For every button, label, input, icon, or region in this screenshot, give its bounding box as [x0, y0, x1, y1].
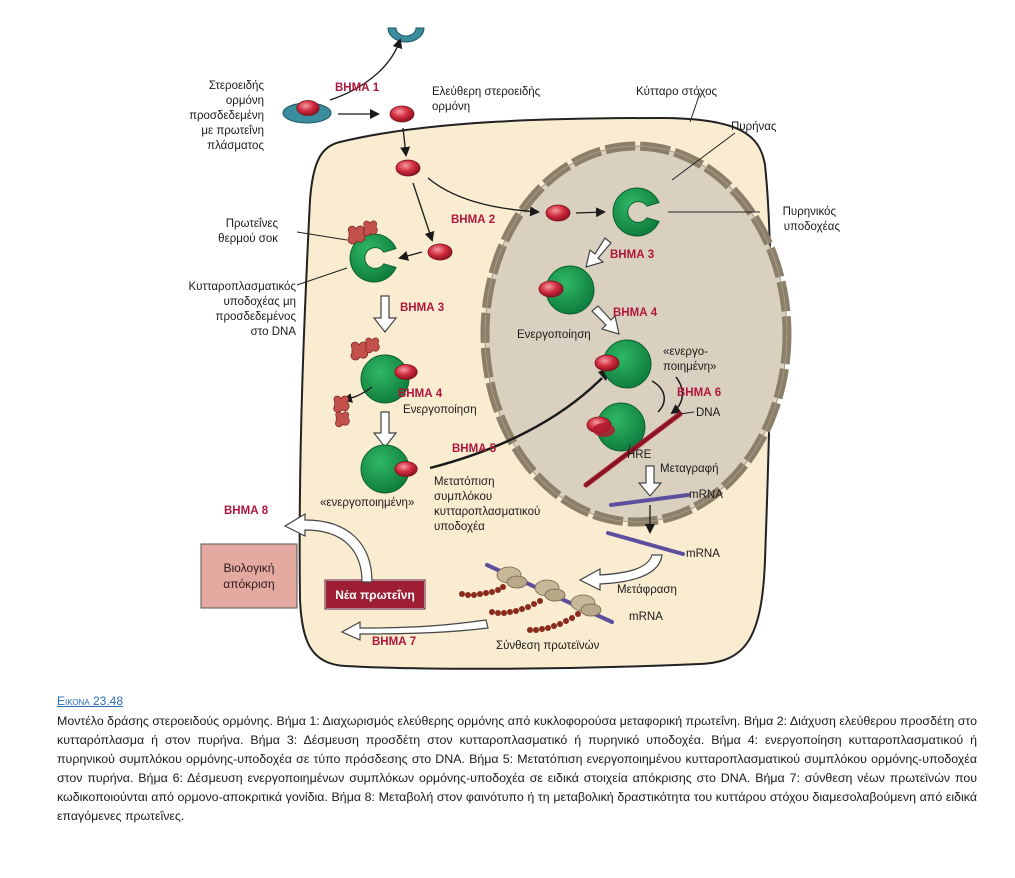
figure-caption: Εικονα 23.48 Μοντέλο δράσης στεροειδούς …: [57, 694, 977, 826]
released-hsp-icon: [333, 395, 350, 413]
hormone-nucleus-icon: [545, 204, 571, 222]
svg-text:ορμόνη: ορμόνη: [226, 95, 264, 107]
svg-text:Μετατόπιση: Μετατόπιση: [434, 476, 495, 488]
svg-text:Στεροειδής: Στεροειδής: [209, 80, 265, 92]
svg-text:με πρωτεΐνη: με πρωτεΐνη: [201, 125, 264, 137]
protein-chains: [459, 584, 581, 633]
label-translation: Μετάφραση: [617, 584, 677, 596]
svg-text:προσδεδεμένος: προσδεδεμένος: [216, 311, 297, 323]
hormone-cytoplasm-icon: [395, 159, 421, 177]
label-cyto-receptor: Κυτταροπλασματικός υποδοχέας μη προσδεδε…: [189, 281, 297, 338]
svg-text:Ελεύθερη στεροειδής: Ελεύθερη στεροειδής: [432, 86, 541, 98]
step-7-label: ΒΗΜΑ 7: [372, 636, 416, 648]
step3-cyto-arrow: [372, 295, 398, 333]
label-new-protein: Νέα πρωτεΐνη: [335, 588, 415, 602]
label-activated-cyto: «ενεργοποιημένη»: [320, 497, 414, 509]
step-4-nuc-label: ΒΗΜΑ 4: [613, 307, 658, 319]
label-free-hormone: Ελεύθερη στεροειδής ορμόνη: [432, 86, 541, 113]
step3-nuc-arrow: [585, 237, 612, 268]
svg-text:Πρωτεΐνες: Πρωτεΐνες: [226, 218, 279, 230]
svg-text:στο DNA: στο DNA: [251, 326, 297, 338]
label-mrna-cytoplasm: mRNA: [686, 548, 720, 560]
caption-title: Εικονα 23.48: [57, 694, 124, 708]
ribosomes: [496, 566, 602, 617]
label-activated-nuc: «ενεργο- ποιημένη»: [663, 346, 716, 373]
step4-cyto-arrow: [372, 411, 398, 448]
svg-text:προσδεδεμένη: προσδεδεμένη: [189, 110, 264, 122]
label-protein-synthesis: Σύνθεση πρωτεϊνών: [496, 640, 600, 652]
steroid-hormone-diagram: Στεροειδής ορμόνη προσδεδεμένη με πρωτεΐ…: [189, 27, 841, 670]
label-activation-nuc: Ενεργοποίηση: [517, 329, 591, 341]
step4-nuc-arrow: [591, 305, 620, 335]
label-nuclear-receptor: Πυρηνικός υποδοχέας: [783, 206, 841, 233]
step-6-label: ΒΗΜΑ 6: [677, 387, 721, 399]
step-8-label: ΒΗΜΑ 8: [224, 505, 269, 517]
svg-text:πλάσματος: πλάσματος: [207, 140, 264, 152]
free-hormone-icon: [389, 105, 415, 123]
svg-text:συμπλόκου: συμπλόκου: [434, 491, 492, 503]
label-activation-cyto: Ενεργοποίηση: [403, 404, 477, 416]
label-nucleus: Πυρήνας: [731, 121, 777, 133]
step-1-label: ΒΗΜΑ 1: [335, 82, 380, 94]
svg-text:απόκριση: απόκριση: [223, 577, 274, 591]
step-5-label: ΒΗΜΑ 5: [452, 443, 497, 455]
transport-protein-icon: [387, 27, 425, 43]
step7-arrow: [340, 619, 489, 641]
label-mrna-nucleus: mRNA: [689, 489, 723, 501]
label-dna: DNA: [696, 407, 721, 419]
biological-response-box: [200, 543, 298, 609]
transcription-arrow: [637, 465, 663, 497]
label-transcription: Μεταγραφή: [660, 463, 719, 475]
mrna-nucleus: [609, 493, 690, 507]
step-4-cyto-label: ΒΗΜΑ 4: [398, 388, 443, 400]
heat-shock-protein-icon: [347, 225, 366, 245]
svg-text:«ενεργο-: «ενεργο-: [663, 346, 708, 358]
svg-text:Κυτταροπλασματικός: Κυτταροπλασματικός: [189, 281, 297, 293]
step-3-nuc-label: ΒΗΜΑ 3: [610, 249, 654, 261]
step-3-cyto-label: ΒΗΜΑ 3: [400, 302, 444, 314]
svg-text:Πυρηνικός: Πυρηνικός: [783, 206, 837, 218]
label-translocation: Μετατόπιση συμπλόκου κυτταροπλασματικού …: [434, 476, 540, 533]
mrna-cytoplasm: [606, 531, 685, 556]
label-hre: HRE: [627, 449, 652, 461]
svg-text:υποδοχέας μη: υποδοχέας μη: [223, 296, 296, 308]
step8-arrow: [283, 512, 373, 583]
svg-text:ποιημένη»: ποιημένη»: [663, 361, 716, 373]
translation-arrow: [578, 554, 663, 591]
bound-hormone-icon: [296, 100, 320, 116]
svg-text:υποδοχέας: υποδοχέας: [784, 221, 841, 233]
svg-text:Βιολογική: Βιολογική: [224, 561, 275, 575]
svg-text:υποδοχέα: υποδοχέα: [434, 521, 485, 533]
step-2-label: ΒΗΜΑ 2: [451, 214, 495, 226]
caption-text: Μοντέλο δράσης στεροειδούς ορμόνης. Βήμα…: [57, 714, 977, 823]
svg-text:ορμόνη: ορμόνη: [432, 101, 470, 113]
label-target-cell: Κύτταρο στόχος: [636, 86, 718, 98]
svg-text:θερμού σοκ: θερμού σοκ: [218, 233, 278, 245]
translocation-arrow: [429, 377, 603, 470]
label-mrna-ribosome: mRNA: [629, 611, 663, 623]
label-biological-response: Βιολογική απόκριση: [223, 561, 274, 591]
svg-text:κυτταροπλασματικού: κυτταροπλασματικού: [434, 506, 540, 518]
label-heat-shock: Πρωτεΐνες θερμού σοκ: [218, 218, 278, 245]
hormone-near-receptor-icon: [427, 243, 453, 261]
label-bound-hormone: Στεροειδής ορμόνη προσδεδεμένη με πρωτεΐ…: [189, 80, 264, 152]
